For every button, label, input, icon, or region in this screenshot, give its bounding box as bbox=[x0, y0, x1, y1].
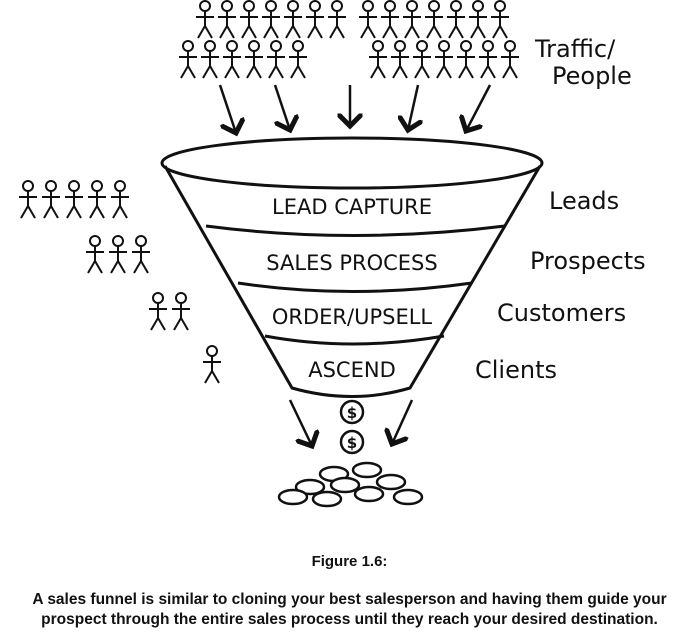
traffic-person-icon bbox=[446, 0, 466, 39]
label-people: People bbox=[552, 62, 632, 90]
traffic-person-icon bbox=[178, 40, 198, 79]
label-prospects: Prospects bbox=[530, 247, 646, 275]
traffic-person-icon bbox=[266, 40, 286, 79]
traffic-person-icon bbox=[500, 40, 520, 79]
traffic-person-icon bbox=[195, 0, 215, 39]
traffic-person-icon bbox=[222, 40, 242, 79]
traffic-person-icon bbox=[261, 0, 281, 39]
label-leads: Leads bbox=[549, 187, 619, 215]
lead-person-icon bbox=[41, 180, 61, 219]
traffic-person-icon bbox=[327, 0, 347, 39]
traffic-person-icon bbox=[288, 40, 308, 79]
dollar-coin-icon: $ bbox=[339, 429, 365, 455]
lead-person-icon bbox=[18, 180, 38, 219]
funnel-body bbox=[163, 165, 542, 398]
prospect-person-icon bbox=[108, 235, 128, 274]
funnel-rim bbox=[160, 136, 544, 190]
svg-text:$: $ bbox=[347, 404, 357, 422]
stage-sales-process: SALES PROCESS bbox=[266, 251, 437, 275]
traffic-person-icon bbox=[283, 0, 303, 39]
inflow-arrow bbox=[408, 84, 418, 130]
traffic-person-icon bbox=[490, 0, 510, 39]
lead-person-icon bbox=[110, 180, 130, 219]
figure-caption-body: A sales funnel is similar to cloning you… bbox=[32, 591, 667, 628]
traffic-person-icon bbox=[305, 0, 325, 39]
funnel-divider bbox=[237, 281, 473, 293]
inflow-arrow bbox=[218, 84, 236, 133]
traffic-person-icon bbox=[239, 0, 259, 39]
sales-funnel-diagram: LEAD CAPTURE SALES PROCESS ORDER/UPSELL … bbox=[18, 0, 646, 508]
dollar-coin-icon: $ bbox=[339, 399, 365, 425]
figure-caption-title: Figure 1.6: bbox=[311, 553, 388, 570]
svg-text:$: $ bbox=[347, 434, 357, 452]
label-customers: Customers bbox=[497, 299, 626, 327]
prospect-person-icon bbox=[85, 235, 105, 274]
traffic-person-icon bbox=[358, 0, 378, 39]
traffic-person-icon bbox=[390, 40, 410, 79]
traffic-person-icon bbox=[424, 0, 444, 39]
customer-person-icon bbox=[171, 292, 191, 331]
traffic-person-icon bbox=[244, 40, 264, 79]
traffic-person-icon bbox=[380, 0, 400, 39]
traffic-people-group bbox=[178, 0, 520, 79]
traffic-person-icon bbox=[402, 0, 422, 39]
lead-person-icon bbox=[87, 180, 107, 219]
traffic-person-icon bbox=[200, 40, 220, 79]
label-traffic: Traffic/ bbox=[534, 35, 616, 63]
traffic-person-icon bbox=[434, 40, 454, 79]
stage-ascend: ASCEND bbox=[308, 358, 396, 382]
outflow-arrow bbox=[288, 399, 312, 446]
stage-order-upsell: ORDER/UPSELL bbox=[272, 305, 433, 329]
inflow-arrows bbox=[218, 84, 492, 133]
traffic-person-icon bbox=[412, 40, 432, 79]
outflow-arrows bbox=[288, 399, 414, 446]
dollar-coins: $ $ bbox=[339, 399, 365, 455]
traffic-person-icon bbox=[217, 0, 237, 39]
inflow-arrow bbox=[466, 84, 492, 131]
funnel bbox=[160, 136, 544, 398]
customer-person-icon bbox=[148, 292, 168, 331]
traffic-person-icon bbox=[456, 40, 476, 79]
traffic-person-icon bbox=[468, 0, 488, 39]
traffic-person-icon bbox=[368, 40, 388, 79]
stage-lead-capture: LEAD CAPTURE bbox=[272, 195, 432, 219]
label-clients: Clients bbox=[475, 356, 557, 384]
traffic-person-icon bbox=[478, 40, 498, 79]
lead-person-icon bbox=[64, 180, 84, 219]
coin-pile-icon bbox=[277, 461, 424, 508]
inflow-arrow bbox=[273, 84, 290, 130]
outflow-arrow bbox=[392, 399, 414, 444]
funnel-divider bbox=[205, 224, 506, 237]
prospect-person-icon bbox=[131, 235, 151, 274]
funnel-divider bbox=[264, 334, 445, 346]
client-person-icon bbox=[202, 345, 222, 384]
